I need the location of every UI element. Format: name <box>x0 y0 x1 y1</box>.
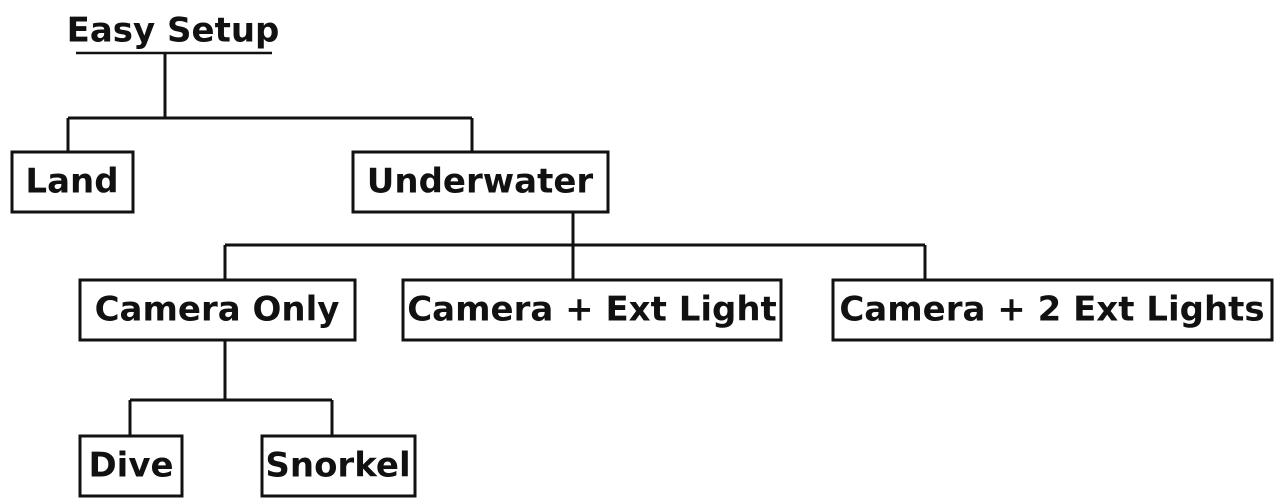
node-dive: Dive <box>78 434 184 498</box>
connectors <box>66 52 927 436</box>
node-snorkel: Snorkel <box>260 434 417 498</box>
node-underwater-box <box>351 150 610 214</box>
node-snorkel-box <box>260 434 417 498</box>
node-camera-2-ext-lights-box <box>831 278 1274 342</box>
node-camera-only-label: Camera Only <box>95 290 340 330</box>
node-camera-only: Camera Only <box>78 278 357 342</box>
node-snorkel-label: Snorkel <box>265 446 410 486</box>
node-camera-ext-light-box <box>401 278 783 342</box>
connector-root-to-level1 <box>66 52 474 152</box>
node-land-box <box>10 150 135 214</box>
node-underwater-label: Underwater <box>367 162 594 202</box>
root-title-label: Easy Setup <box>67 11 280 51</box>
node-land-label: Land <box>25 162 118 202</box>
connector-underwater-to-cameras <box>223 212 927 280</box>
node-camera-2-ext-lights: Camera + 2 Ext Lights <box>831 278 1274 342</box>
connector-camera-only-to-modes <box>128 340 334 436</box>
root-title: Easy Setup <box>67 11 280 55</box>
node-dive-box <box>78 434 184 498</box>
node-camera-ext-light: Camera + Ext Light <box>401 278 783 342</box>
node-camera-only-box <box>78 278 357 342</box>
node-dive-label: Dive <box>88 446 173 486</box>
node-camera-2-ext-lights-label: Camera + 2 Ext Lights <box>839 290 1264 330</box>
node-underwater: Underwater <box>351 150 610 214</box>
node-camera-ext-light-label: Camera + Ext Light <box>407 290 777 330</box>
node-land: Land <box>10 150 135 214</box>
